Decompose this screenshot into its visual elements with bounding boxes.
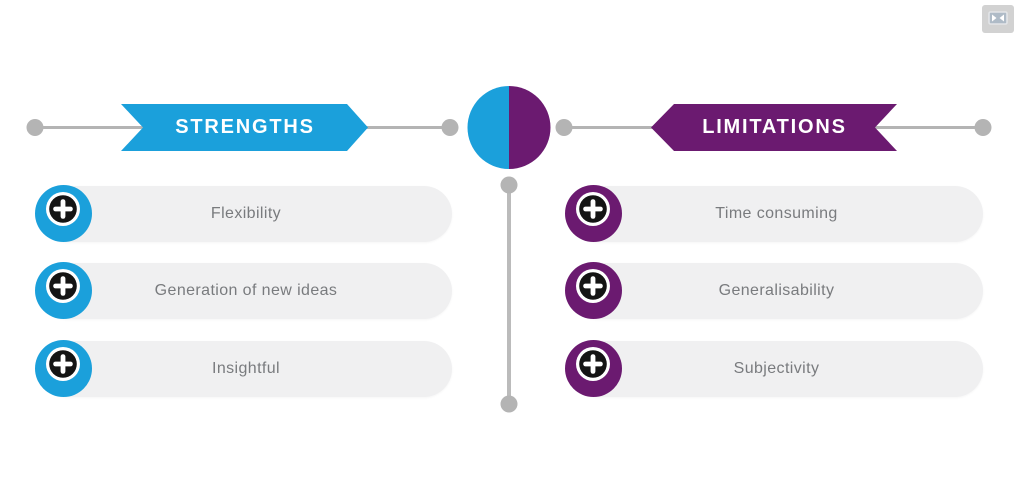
plus-icon [565, 185, 622, 242]
collapse-horizontal-icon [986, 8, 1010, 31]
restore-window-button[interactable] [982, 5, 1014, 33]
list-item-label: Generation of new ideas [154, 282, 338, 299]
connector-dot [555, 119, 573, 136]
plus-icon [35, 262, 92, 319]
split-circle-left-half [467, 86, 509, 169]
plus-icon [565, 340, 622, 397]
connector-dot [500, 395, 518, 413]
list-item-time-consuming: Time consuming [565, 185, 983, 242]
limitations-banner [651, 104, 897, 151]
list-item-generation-of-new-ideas: Generation of new ideas [35, 262, 452, 319]
connector-dot [441, 119, 459, 136]
connector-dot [500, 176, 518, 194]
list-item-label: Generalisability [718, 282, 835, 299]
split-circle-icon [467, 86, 551, 169]
list-item-flexibility: Flexibility [35, 185, 452, 242]
strengths-title: STRENGTHS [175, 116, 315, 138]
split-circle-right-half [509, 86, 551, 169]
list-item-generalisability: Generalisability [565, 262, 983, 319]
plus-icon [35, 185, 92, 242]
plus-icon [35, 340, 92, 397]
list-item-label: Subjectivity [733, 360, 820, 377]
plus-icon [565, 262, 622, 319]
list-item-label: Insightful [211, 360, 281, 377]
list-item-label: Flexibility [210, 205, 282, 222]
list-item-insightful: Insightful [35, 340, 452, 397]
list-item-label: Time consuming [715, 205, 838, 222]
list-item-subjectivity: Subjectivity [565, 340, 983, 397]
limitations-title: LIMITATIONS [702, 116, 847, 138]
strengths-banner [121, 104, 368, 151]
connector-dot [974, 119, 992, 136]
connector-dot [26, 119, 44, 136]
